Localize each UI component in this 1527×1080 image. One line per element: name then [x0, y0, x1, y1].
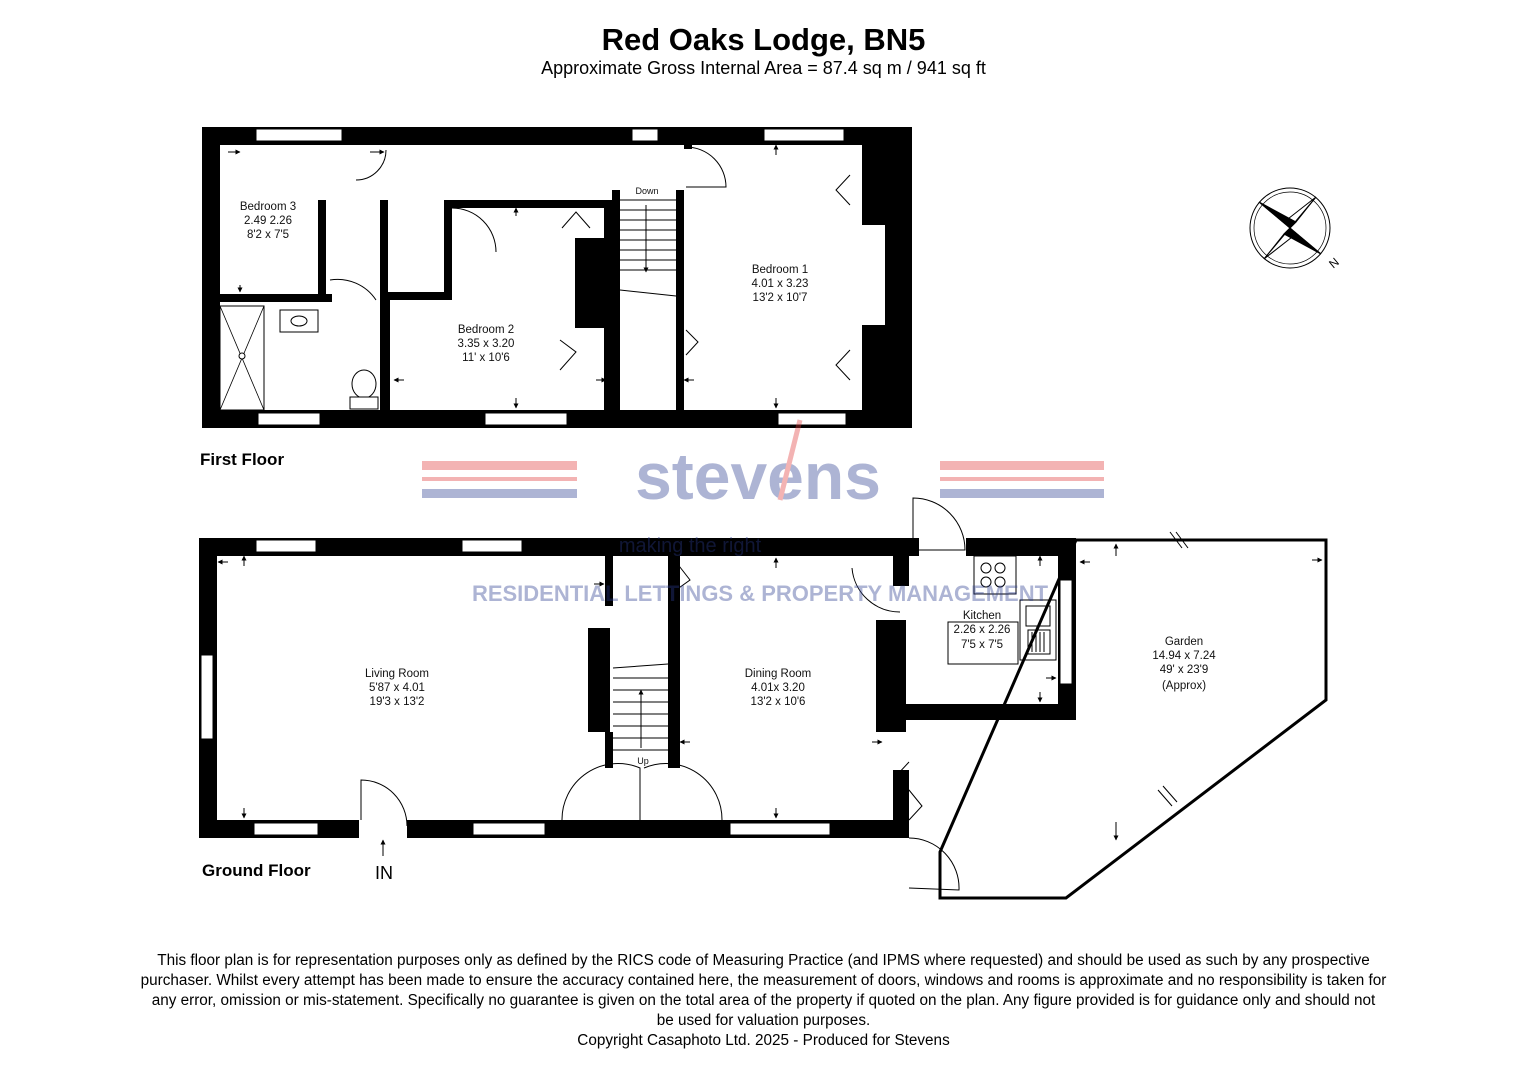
compass-rose	[1249, 187, 1331, 269]
disclaimer-line: purchaser. Whilst every attempt has been…	[140, 972, 1387, 989]
gross-area-subtitle: Approximate Gross Internal Area = 87.4 s…	[541, 58, 986, 78]
bedroom-3-metric: 2.49 2.26	[244, 215, 292, 227]
stairs-down-label: Down	[635, 186, 658, 196]
bedroom-1-metric: 4.01 x 3.23	[752, 278, 809, 290]
disclaimer-text: This floor plan is for representation pu…	[90, 951, 1437, 1051]
living-room-metric: 5'87 x 4.01	[369, 682, 425, 694]
ground-floor-plan: Up	[199, 497, 1328, 900]
dining-room-name: Dining Room	[745, 668, 811, 680]
watermark-services: RESIDENTIAL LETTINGS & PROPERTY MANAGEME…	[472, 581, 1049, 606]
garden-approx-note: (Approx)	[1162, 680, 1206, 692]
bedroom-1-imperial: 13'2 x 10'7	[753, 292, 808, 304]
kitchen-name: Kitchen	[963, 610, 1001, 622]
ground-floor-staircase	[612, 663, 669, 751]
first-floor-staircase	[619, 199, 677, 297]
kitchen-metric: 2.26 x 2.26	[954, 624, 1011, 636]
dining-room-imperial: 13'2 x 10'6	[751, 696, 806, 708]
bedroom-3-imperial: 8'2 x 7'5	[247, 229, 289, 241]
bedroom-2-name: Bedroom 2	[458, 324, 514, 336]
copyright-line: Copyright Casaphoto Ltd. 2025 - Produced…	[577, 1032, 950, 1049]
ground-floor-label: Ground Floor	[202, 861, 311, 880]
bedroom-2-metric: 3.35 x 3.20	[458, 338, 515, 350]
kitchen-imperial: 7'5 x 7'5	[961, 639, 1003, 651]
garden-metric: 14.94 x 7.24	[1152, 650, 1216, 662]
stevens-watermark: stevens making the right RESIDENTIAL LET…	[422, 419, 1104, 606]
first-floor-label: First Floor	[200, 450, 285, 469]
living-room-name: Living Room	[365, 668, 429, 680]
garden-imperial: 49' x 23'9	[1160, 664, 1209, 676]
watermark-brand: stevens	[635, 439, 881, 513]
plan-title: Red Oaks Lodge, BN5	[601, 22, 926, 57]
compass-north-letter: N	[1326, 255, 1342, 271]
living-room-imperial: 19'3 x 13'2	[370, 696, 425, 708]
garden-name: Garden	[1165, 636, 1203, 648]
entrance-label: IN	[375, 863, 393, 883]
disclaimer-line: any error, omission or mis-statement. Sp…	[151, 992, 1376, 1009]
disclaimer-line: This floor plan is for representation pu…	[157, 952, 1370, 969]
stairs-up-label: Up	[637, 756, 649, 766]
first-floor-plan: Down	[202, 127, 912, 428]
dining-room-metric: 4.01x 3.20	[751, 682, 805, 694]
bedroom-1-name: Bedroom 1	[752, 264, 808, 276]
disclaimer-line: be used for valuation purposes.	[656, 1012, 871, 1029]
bedroom-3-name: Bedroom 3	[240, 201, 296, 213]
bedroom-2-imperial: 11' x 10'6	[462, 352, 510, 364]
watermark-tagline: making the right	[619, 535, 762, 557]
